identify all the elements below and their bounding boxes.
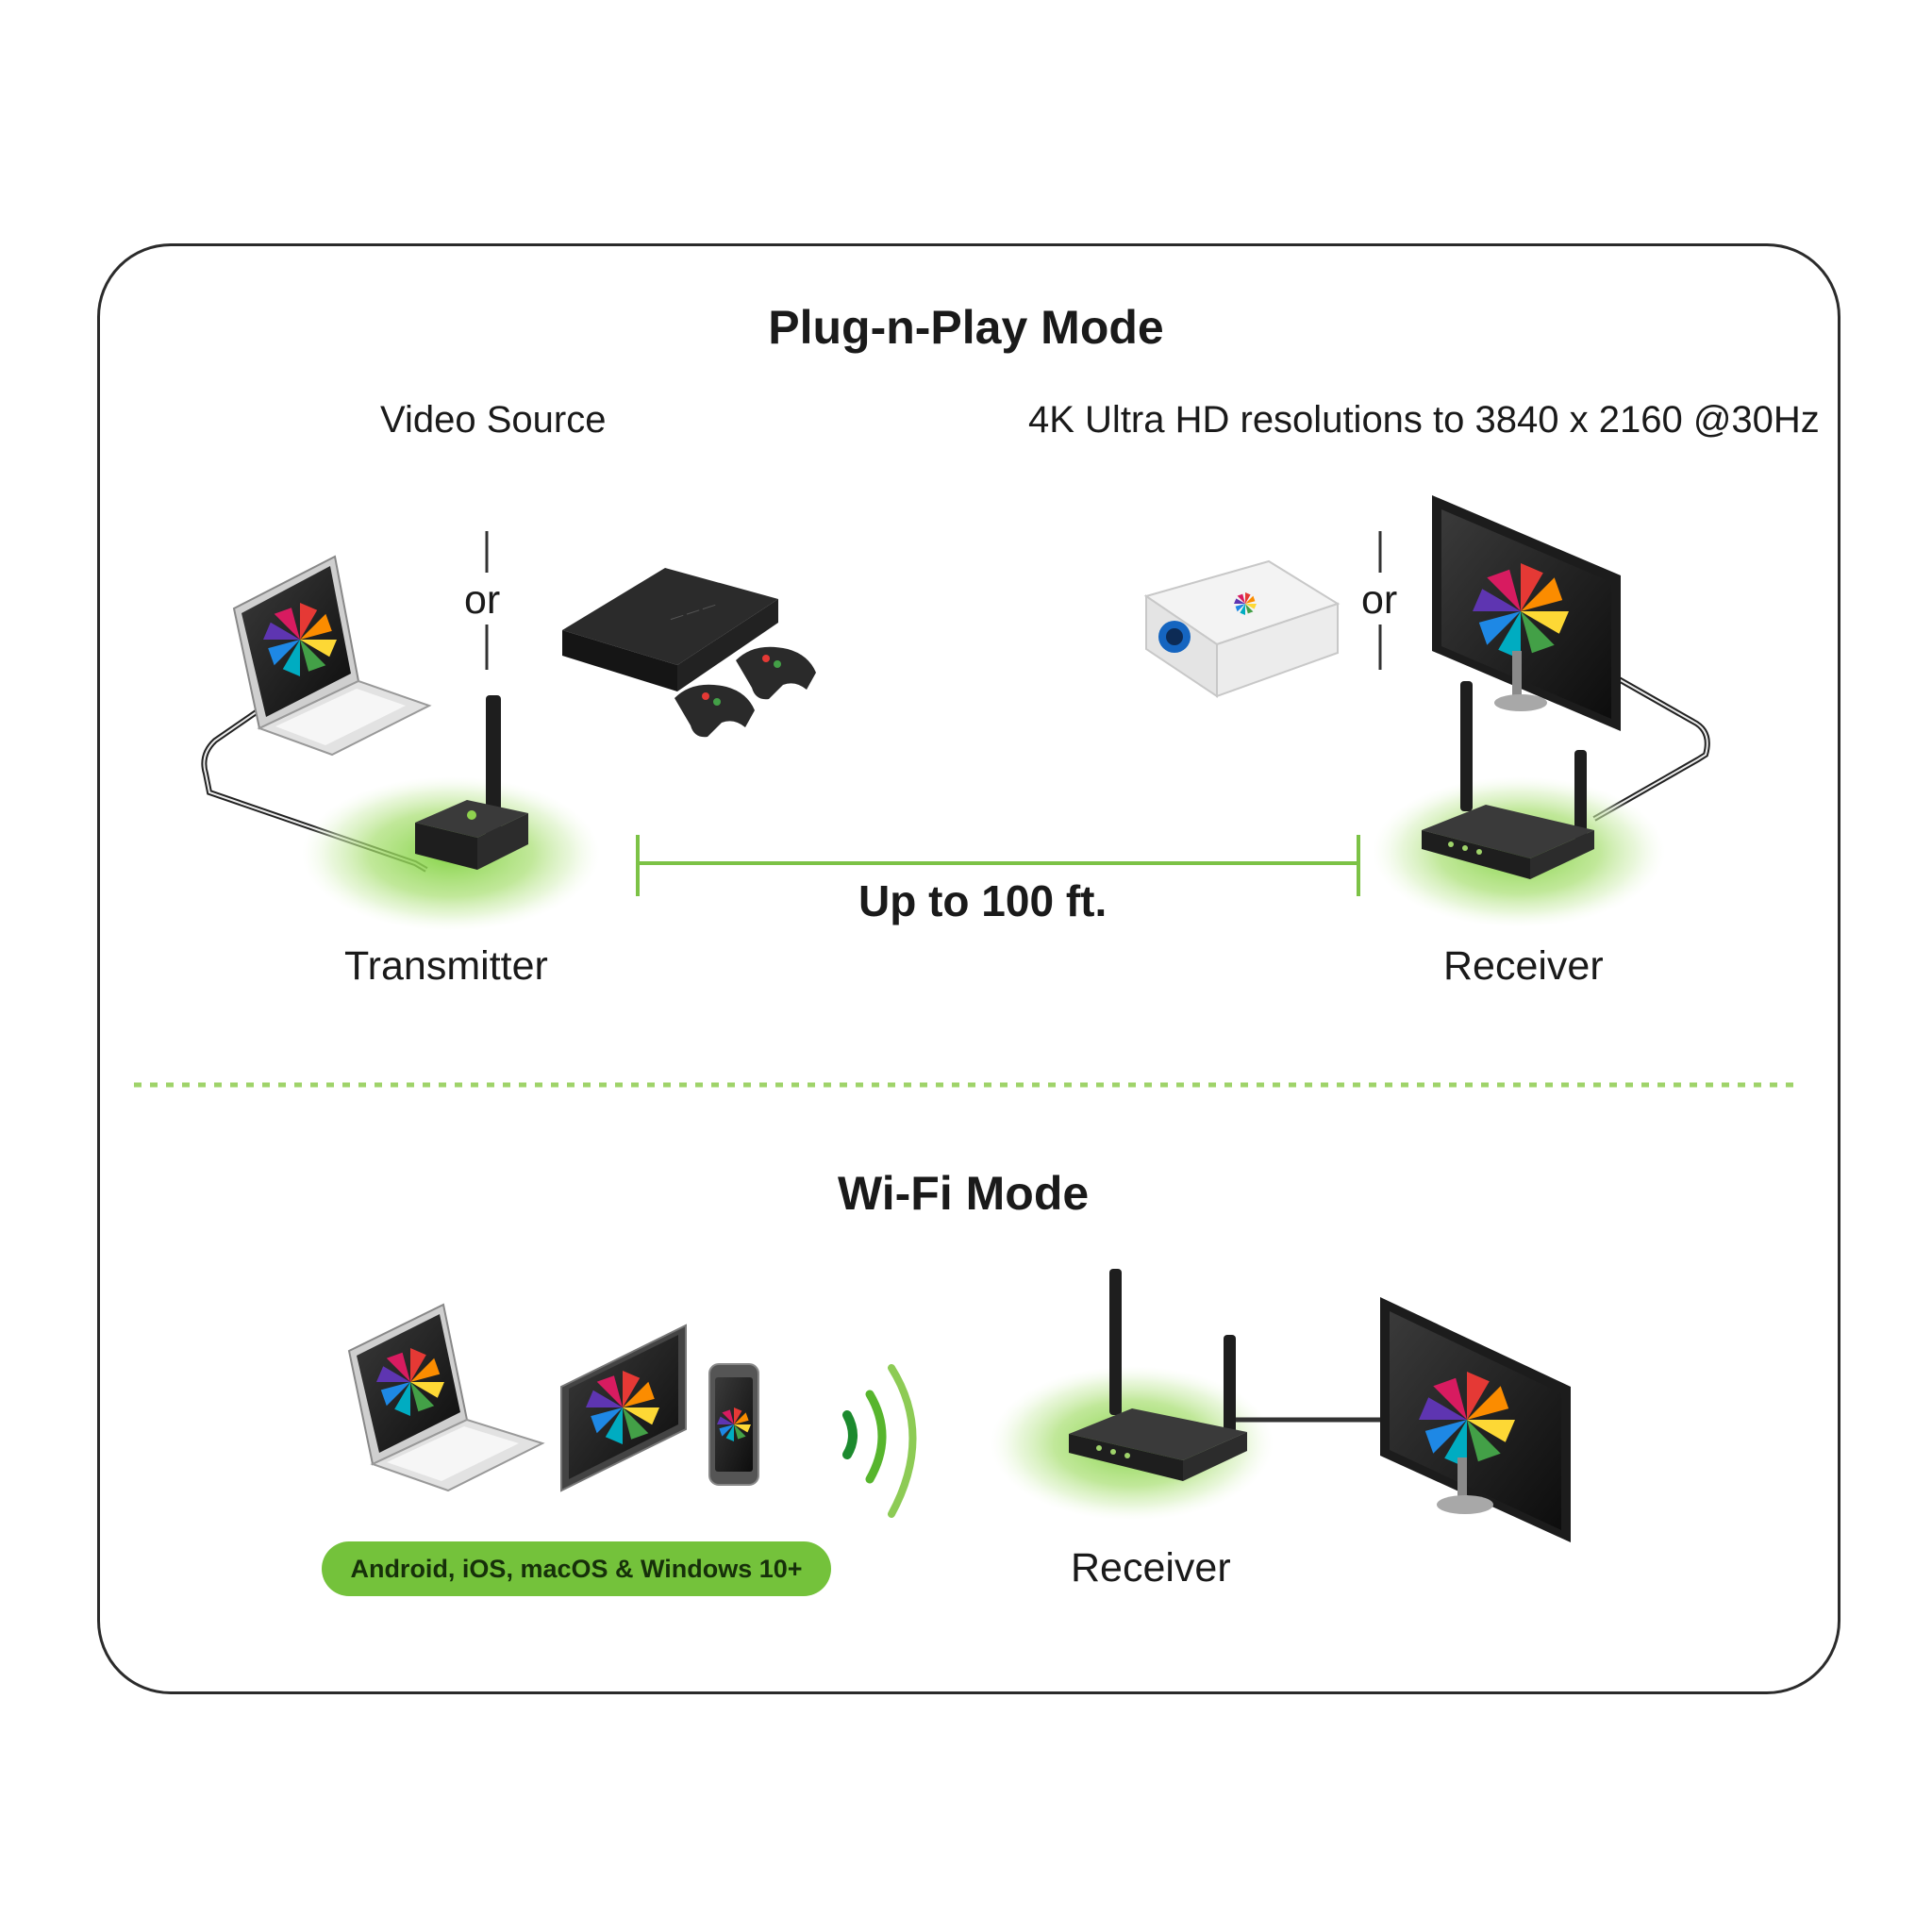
transmitter-label: Transmitter — [344, 943, 548, 989]
resolution-label: 4K Ultra HD resolutions to 3840 x 2160 @… — [1028, 399, 1820, 441]
monitor-icon — [1380, 1297, 1571, 1542]
receiver-label-plug: Receiver — [1443, 943, 1604, 989]
platforms-badge: Android, iOS, macOS & Windows 10+ — [322, 1541, 831, 1596]
receiver-label-wifi: Receiver — [1071, 1545, 1231, 1591]
wifi-mode-title: Wi-Fi Mode — [838, 1167, 1090, 1220]
laptop-icon — [347, 1303, 545, 1492]
monitor-icon — [1432, 495, 1621, 731]
receiver-router-icon — [1422, 681, 1594, 879]
transmitter-icon — [415, 695, 528, 870]
laptop-icon — [232, 555, 432, 757]
plug-n-play-title: Plug-n-Play Mode — [768, 301, 1164, 354]
or-label-right: or — [1361, 577, 1398, 623]
or-label-left: or — [464, 577, 501, 623]
gamepad-icon — [675, 684, 755, 738]
diagram-frame — [97, 243, 1840, 1694]
projector-icon — [1143, 559, 1341, 698]
game-console-icon: — — — — [562, 568, 778, 691]
wifi-signal-icon — [842, 1364, 917, 1518]
distance-label: Up to 100 ft. — [858, 876, 1108, 925]
gamepad-icon — [736, 646, 816, 700]
video-source-label: Video Source — [380, 399, 607, 441]
smartphone-icon — [708, 1363, 759, 1486]
receiver-router-icon — [1069, 1269, 1247, 1481]
tablet-icon — [560, 1324, 687, 1492]
